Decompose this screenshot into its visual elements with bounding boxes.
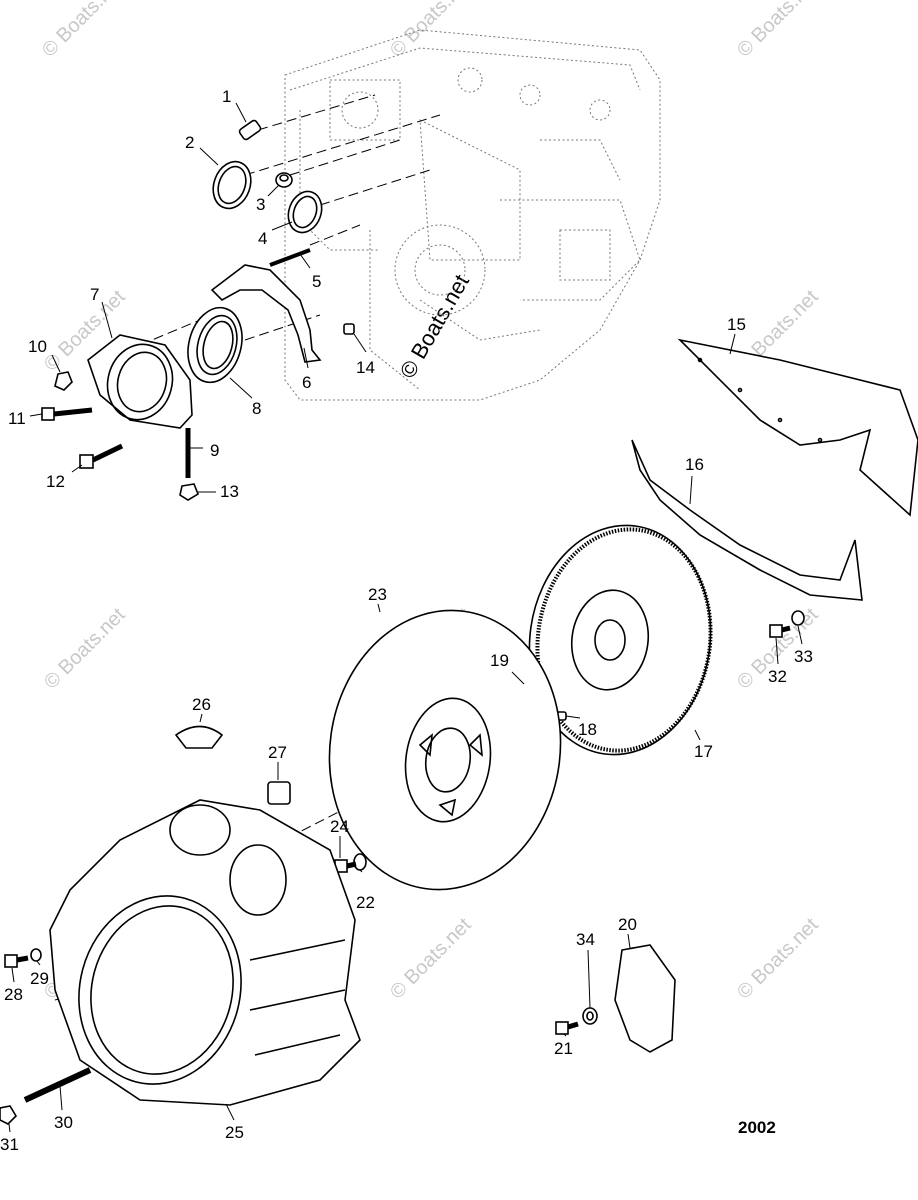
part-22-washer [353,853,367,871]
callout-label: 34 [576,930,595,949]
part-16-gasket [631,439,863,601]
part-1-dowel [238,119,262,141]
callout-label: 16 [685,455,704,474]
part-2-seal [212,160,252,210]
part-24-bolt [334,859,357,873]
part-31-nut [0,1105,18,1125]
callout-label: 1 [222,87,231,106]
part-13-nut [179,483,199,501]
part-11-bolt [41,407,93,421]
part-10-nut [54,371,73,391]
callout-label: 9 [210,441,219,460]
part-32-bolt [769,624,791,638]
part-17-flywheel [528,524,713,756]
diagram-year-code: 2002 [738,1118,776,1137]
part-33-washer [791,610,805,626]
callout-label: 8 [252,399,261,418]
callout-label: 28 [4,985,23,1004]
callout-label: 12 [46,472,65,491]
callout-label: 17 [694,742,713,761]
watermark: © Boats.net [733,0,823,62]
callout-label: 25 [225,1123,244,1142]
callout-label: 3 [256,195,265,214]
watermark-main: © Boats.net [395,270,474,382]
part-6-retainer-plate [210,264,322,363]
part-28-bolt [4,954,29,968]
callout-label: 14 [356,358,375,377]
part-30-stud [23,1067,92,1103]
callout-label: 23 [368,585,387,604]
part-12-bolt [79,443,124,469]
callout-label: 10 [28,337,47,356]
watermark: © Boats.net [733,914,823,1004]
callout-label: 27 [268,743,287,762]
callout-label: 2 [185,133,194,152]
part-4-seal [287,190,323,234]
callout-label: 33 [794,647,813,666]
watermark: © Boats.net [38,0,128,62]
callout-label: 30 [54,1113,73,1132]
engine-block-outline [284,29,661,401]
callout-label: 26 [192,695,211,714]
watermark: © Boats.net [386,914,476,1004]
part-14-dowel [343,323,355,335]
callout-label: 18 [578,720,597,739]
callout-label: 19 [490,651,509,670]
part-23-drive-plate [328,609,562,891]
callout-label: 7 [90,285,99,304]
callout-label: 22 [356,893,375,912]
callout-label: 15 [727,315,746,334]
callout-label: 5 [312,272,321,291]
part-26-cup-plug [174,725,224,749]
part-15-flywheel-cover [677,338,918,517]
callout-label: 24 [330,817,349,836]
callout-label: 11 [8,409,26,428]
part-8-rear-main-seal [187,306,243,384]
callout-label: 20 [618,915,637,934]
callout-label: 31 [0,1135,19,1154]
callout-labels: 1 2 3 4 5 6 7 8 9 10 11 12 13 14 15 16 1… [0,87,813,1154]
part-3-plug [275,172,293,188]
leader-lines [8,102,803,1133]
callout-label: 32 [768,667,787,686]
part-5-stud [269,248,311,267]
callout-label: 6 [302,373,311,392]
callout-label: 4 [258,229,267,248]
callout-label: 13 [220,482,239,501]
watermark: © Boats.net [40,604,130,694]
part-25-flywheel-housing [49,799,361,1106]
part-34-washer [582,1007,598,1025]
part-7-seal-housing [87,334,193,429]
part-27-bushing [267,781,291,805]
part-29-washer [30,948,42,962]
callout-label: 29 [30,969,49,988]
callout-label: 21 [554,1039,573,1058]
part-20-inspection-plate [614,944,676,1053]
part-21-bolt [555,1021,579,1035]
